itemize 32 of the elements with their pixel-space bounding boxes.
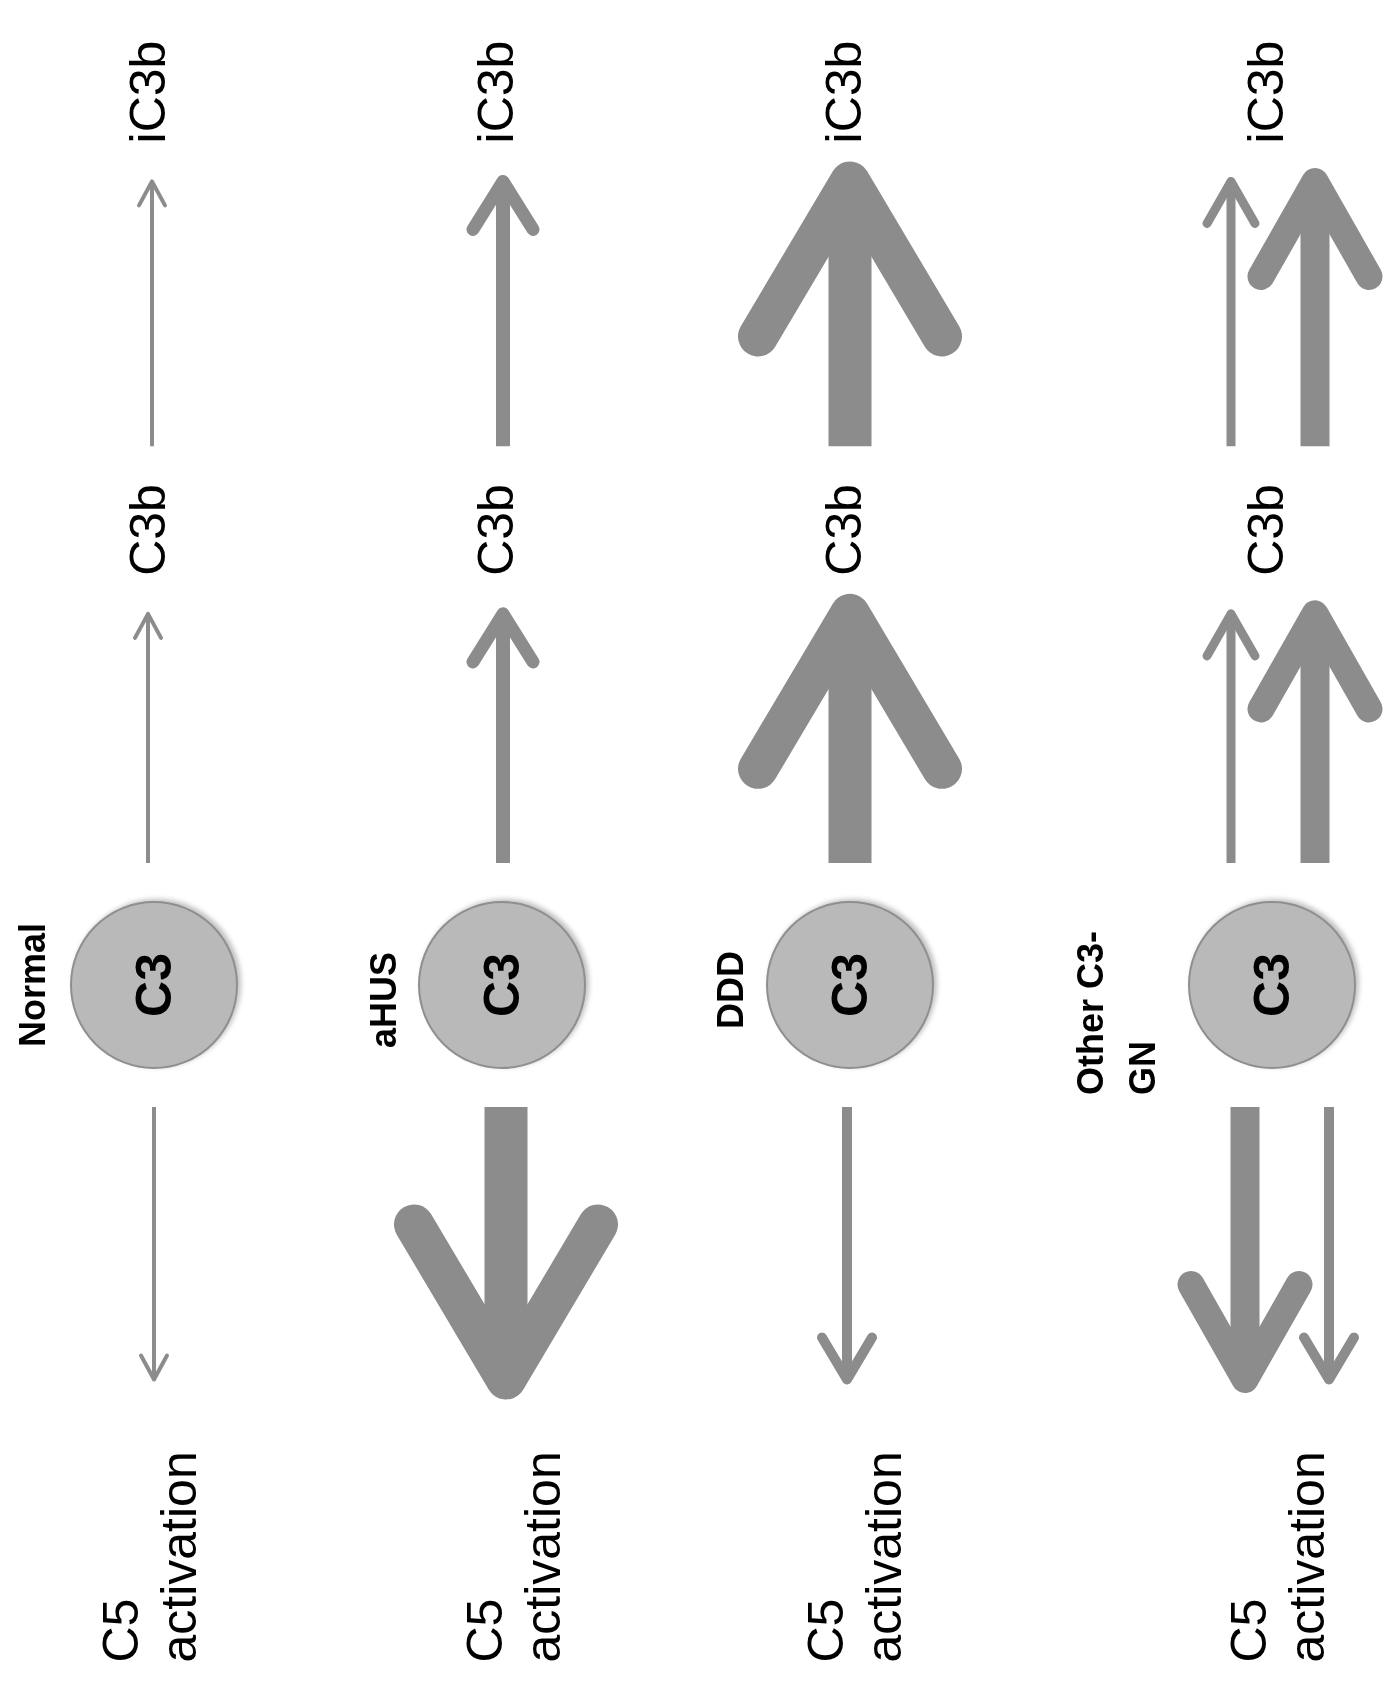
molecule-label: C5 activation [797, 1417, 913, 1663]
arrow [466, 174, 540, 447]
condition-label: DDD [708, 951, 752, 1029]
molecule-label: C5 activation [92, 1417, 208, 1663]
molecule-label: iC3b [121, 40, 175, 144]
condition-label: aHUS [361, 952, 405, 1048]
molecule-label: iC3b [1239, 40, 1293, 144]
arrow [817, 1107, 877, 1385]
molecule-label: C3b [817, 484, 871, 576]
arrow [1247, 167, 1383, 447]
molecule-label: C5 activation [1220, 1417, 1336, 1663]
arrow [466, 607, 540, 863]
arrow [137, 179, 167, 447]
condition-label: Other C3-GN [1068, 929, 1164, 1095]
molecule-label: C3b [121, 484, 175, 576]
arrow [1177, 1107, 1313, 1393]
arrow [1299, 1107, 1359, 1385]
molecule-label: C5 activation [456, 1417, 572, 1663]
c3-circle: C3 [418, 901, 586, 1069]
condition-label: Normal [10, 923, 54, 1047]
arrow [1247, 600, 1383, 863]
c3-circle: C3 [766, 901, 934, 1069]
molecule-label: iC3b [817, 40, 871, 144]
arrow [1202, 609, 1260, 863]
arrow [1202, 176, 1260, 447]
c3-circle: C3 [1188, 901, 1356, 1069]
molecule-label: C3b [469, 484, 523, 576]
arrow [139, 1107, 169, 1382]
molecule-label: iC3b [469, 40, 523, 144]
molecule-label: C3b [1239, 484, 1293, 576]
c3-circle: C3 [70, 901, 238, 1069]
arrow [133, 611, 163, 863]
